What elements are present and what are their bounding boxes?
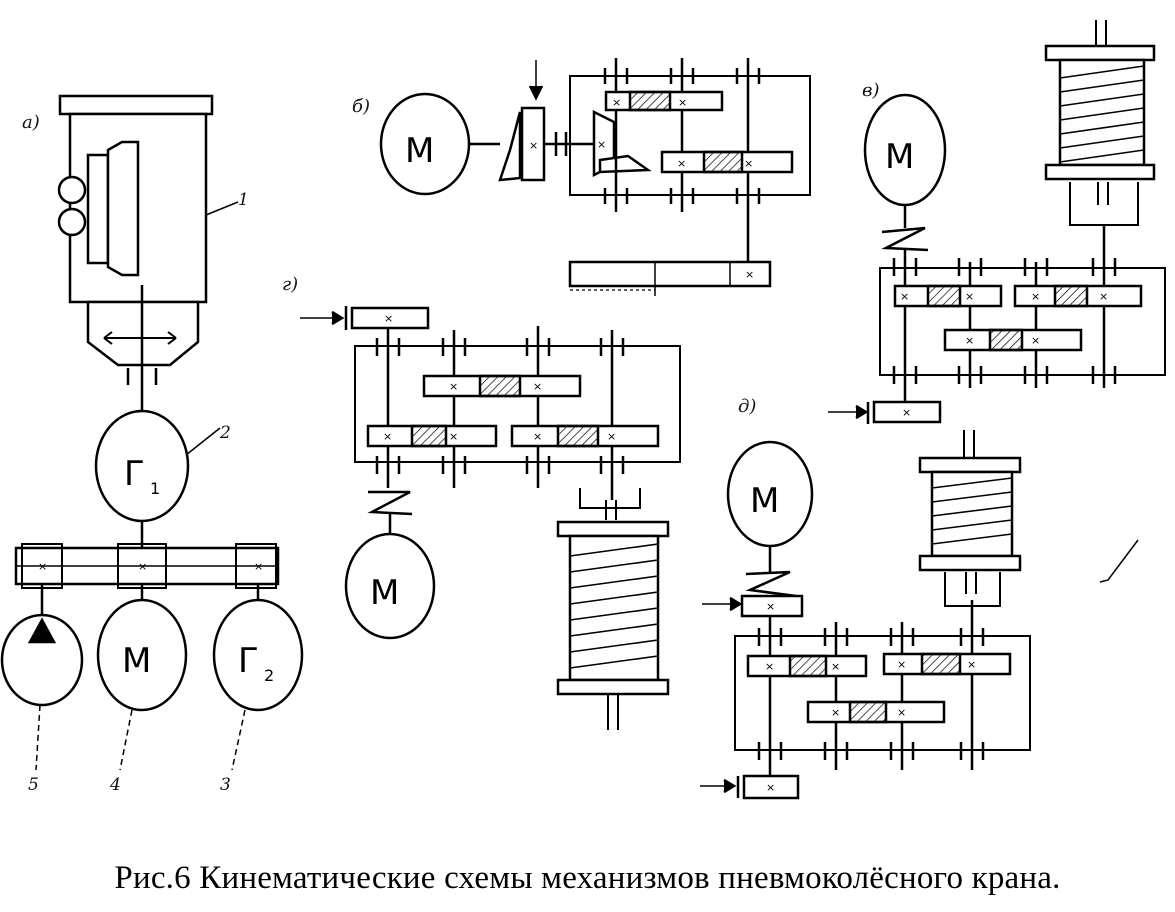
svg-text:×: ×	[677, 157, 686, 170]
svg-text:×: ×	[533, 380, 542, 393]
fan-top	[57, 175, 87, 205]
svg-text:×: ×	[138, 560, 147, 573]
svg-text:×: ×	[384, 312, 393, 325]
svg-text:×: ×	[533, 430, 542, 443]
svg-text:×: ×	[902, 406, 911, 419]
scheme-a: а) 1 Г 1 2 × × ×	[0, 94, 304, 795]
winch-drum-g-top	[556, 520, 670, 538]
brake-d-bottom	[742, 774, 800, 800]
motor-g	[344, 532, 436, 640]
svg-text:×: ×	[765, 660, 774, 673]
svg-text:×: ×	[897, 706, 906, 719]
motor-d-label: М	[750, 481, 779, 521]
winch-drum-v	[1058, 58, 1146, 167]
scheme-d: д) М × × × × × × ×	[700, 396, 1139, 800]
engine-cap	[58, 94, 214, 116]
motor-g-label: М	[370, 573, 399, 613]
svg-text:×: ×	[612, 96, 621, 109]
svg-text:2: 2	[264, 666, 274, 685]
fan-bottom	[57, 207, 87, 237]
svg-text:×: ×	[766, 781, 775, 794]
winch-drum-d-top	[918, 456, 1022, 474]
svg-text:×: ×	[449, 380, 458, 393]
motor-b-label: М	[405, 131, 434, 171]
hydraulic-pump	[0, 613, 84, 707]
ref-2: 2	[219, 423, 231, 443]
svg-text:×: ×	[745, 268, 754, 281]
flywheel	[86, 153, 110, 265]
brake-g	[350, 306, 430, 330]
scheme-a-label: а)	[22, 112, 40, 133]
svg-text:×: ×	[1099, 290, 1108, 303]
scheme-d-label: д)	[738, 396, 756, 417]
svg-text:×: ×	[449, 430, 458, 443]
ref-5: 5	[28, 775, 39, 795]
generator-2	[212, 598, 304, 712]
svg-text:×: ×	[607, 430, 616, 443]
scheme-v-label: в)	[862, 80, 880, 101]
scheme-v: в) М × ×	[828, 20, 1166, 424]
generator-2-label: Г	[238, 641, 259, 681]
winch-drum-v-top	[1044, 44, 1156, 62]
svg-text:×: ×	[766, 600, 775, 613]
svg-text:×: ×	[965, 290, 974, 303]
svg-text:×: ×	[744, 157, 753, 170]
svg-text:1: 1	[150, 479, 160, 498]
svg-text:×: ×	[1031, 334, 1040, 347]
scheme-g: г) × × × × × × × М	[282, 274, 681, 730]
winch-drum-g	[568, 534, 660, 682]
ref-3: 3	[220, 775, 231, 795]
svg-text:×: ×	[831, 660, 840, 673]
svg-text:×: ×	[965, 334, 974, 347]
slewing-rim-b	[568, 260, 772, 288]
svg-text:×: ×	[900, 290, 909, 303]
scheme-b: б) М × × × × × × ×	[352, 58, 811, 296]
motor-a	[96, 598, 188, 712]
svg-text:×: ×	[254, 560, 263, 573]
ref-1: 1	[238, 190, 249, 210]
svg-text:×: ×	[529, 139, 538, 152]
scheme-b-label: б)	[352, 96, 370, 117]
motor-v-label: М	[885, 137, 914, 177]
svg-text:×: ×	[383, 430, 392, 443]
svg-text:×: ×	[597, 138, 606, 151]
scheme-g-label: г)	[282, 274, 298, 295]
svg-text:×: ×	[678, 96, 687, 109]
brake-d-top	[740, 594, 804, 618]
svg-text:×: ×	[831, 706, 840, 719]
generator-1-label: Г	[124, 454, 145, 494]
ref-4: 4	[109, 775, 121, 795]
motor-a-label: М	[122, 641, 151, 681]
figure-caption: Рис.6 Кинематические схемы механизмов пн…	[114, 860, 1061, 896]
kinematic-diagram: а) 1 Г 1 2 × × ×	[0, 20, 1166, 800]
svg-text:×: ×	[897, 658, 906, 671]
svg-text:×: ×	[38, 560, 47, 573]
svg-text:×: ×	[1031, 290, 1040, 303]
brake-v	[872, 400, 942, 424]
svg-text:×: ×	[967, 658, 976, 671]
